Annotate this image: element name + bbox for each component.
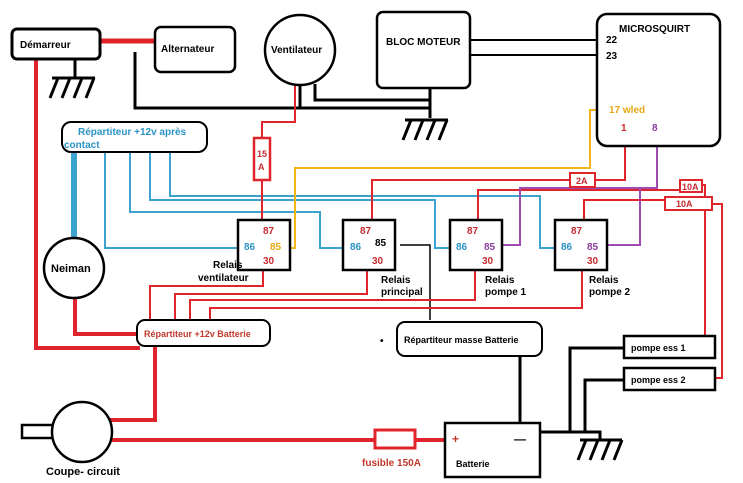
batterie-minus: — <box>514 432 526 446</box>
relay-box <box>553 218 609 272</box>
fuse-10a-1-label: 10A <box>682 182 699 192</box>
relay-name-line1: Relais <box>589 275 619 286</box>
pump-control-wires <box>497 134 658 246</box>
fuse-10a-2 <box>664 196 713 211</box>
neiman-label: Neiman <box>51 263 91 275</box>
ventilateur-circle <box>263 13 337 87</box>
batterie-plus: + <box>452 432 459 446</box>
fuse-2a <box>569 172 596 188</box>
relay-pompe-2: 87 86 85 30 Relais pompe 2 <box>553 218 631 298</box>
pompe-ess-1-box <box>622 334 717 360</box>
relay-box <box>236 218 292 272</box>
demarreur-box <box>10 27 102 61</box>
relay-pin-85: 85 <box>484 242 496 253</box>
relay-name-line1: Relais <box>381 275 411 286</box>
repartiteur-contact-label-line1: Répartiteur +12v après <box>78 127 187 138</box>
alternateur-label: Alternateur <box>161 44 214 55</box>
relay-ventilateur: 87 86 85 30 Relais ventilateur <box>198 218 292 284</box>
fuse-15a-label-line2: A <box>258 162 265 172</box>
fuse-10a-1 <box>679 179 703 193</box>
microsquirt-label: MICROSQUIRT <box>619 24 690 35</box>
pompe-ess-2-box <box>622 366 717 392</box>
relay-pin-86: 86 <box>244 242 256 253</box>
switched-wires <box>71 148 557 249</box>
ground-icon <box>401 118 449 141</box>
microsquirt-pin-8: 8 <box>652 123 658 134</box>
masse-dot: • <box>380 336 384 347</box>
relay-pin-87: 87 <box>360 226 372 237</box>
relay-pompe-1: 87 86 85 30 Relais pompe 1 <box>448 218 527 298</box>
relay-pin-30: 30 <box>587 256 599 267</box>
repartiteur-batterie-box <box>136 319 271 347</box>
relay-box <box>341 218 397 272</box>
relay-pin-30: 30 <box>263 256 275 267</box>
relay-name-line2: principal <box>381 287 423 298</box>
power-wires <box>34 38 445 442</box>
fuse-150a <box>373 428 417 450</box>
ground-icon <box>576 438 624 461</box>
neiman-circle <box>42 236 106 300</box>
relay-pin-85: 85 <box>587 242 599 253</box>
relay-pin-87: 87 <box>467 226 479 237</box>
pompe-ess-1-label: pompe ess 1 <box>631 343 686 353</box>
microsquirt-pin-23: 23 <box>606 51 618 62</box>
repartiteur-masse-box <box>396 321 543 357</box>
relay-pin-30: 30 <box>482 256 494 267</box>
microsquirt-pin-1: 1 <box>621 123 627 134</box>
relay-pin-86: 86 <box>456 242 468 253</box>
fuse-150a-label: fusible 150A <box>362 458 421 469</box>
relay-name-line2: ventilateur <box>198 273 249 284</box>
coupe-circuit-label: Coupe- circuit <box>46 466 120 478</box>
batterie-label: Batterie <box>456 459 490 469</box>
repartiteur-batterie-label: Répartiteur +12v Batterie <box>144 329 251 339</box>
relay-principal: 87 86 85 30 Relais principal <box>341 218 423 298</box>
repartiteur-contact-label-line2: contact <box>64 140 100 151</box>
relay-pin-85: 85 <box>375 238 387 249</box>
pompe-ess-2-label: pompe ess 2 <box>631 375 686 385</box>
batterie-box <box>443 421 542 479</box>
alternateur-box <box>153 25 237 74</box>
relay-pin-87: 87 <box>263 226 275 237</box>
microsquirt-pin-17: 17 wled <box>609 105 645 116</box>
fuse-2a-label: 2A <box>576 176 588 186</box>
ventilateur-label: Ventilateur <box>271 45 322 56</box>
fuse-15a <box>252 136 272 182</box>
power-thin-wires <box>149 86 723 379</box>
repartiteur-contact-box <box>61 121 208 153</box>
relay-name-line1: Relais <box>213 260 243 271</box>
relay-pin-87: 87 <box>571 226 583 237</box>
fuse-15a-label-line1: 15 <box>257 149 267 159</box>
microsquirt-box <box>595 12 722 148</box>
bloc-moteur-label: BLOC MOTEUR <box>386 37 461 48</box>
relay-pin-86: 86 <box>350 242 362 253</box>
relay-pin-85: 85 <box>270 242 282 253</box>
relay-name-line1: Relais <box>485 275 515 286</box>
bloc-moteur-box <box>375 10 472 90</box>
fuse-10a-2-label: 10A <box>676 199 693 209</box>
relay-pin-86: 86 <box>561 242 573 253</box>
relay-box <box>448 218 504 272</box>
relay-pin-30: 30 <box>372 256 384 267</box>
ground-icon <box>48 76 96 99</box>
repartiteur-masse-label: Répartiteur masse Batterie <box>404 335 519 345</box>
microsquirt-pin-22: 22 <box>606 35 618 46</box>
relay-name-line2: pompe 1 <box>485 287 527 298</box>
demarreur-label: Démarreur <box>20 40 71 51</box>
relay-name-line2: pompe 2 <box>589 287 631 298</box>
coupe-circuit-circle <box>50 400 114 464</box>
